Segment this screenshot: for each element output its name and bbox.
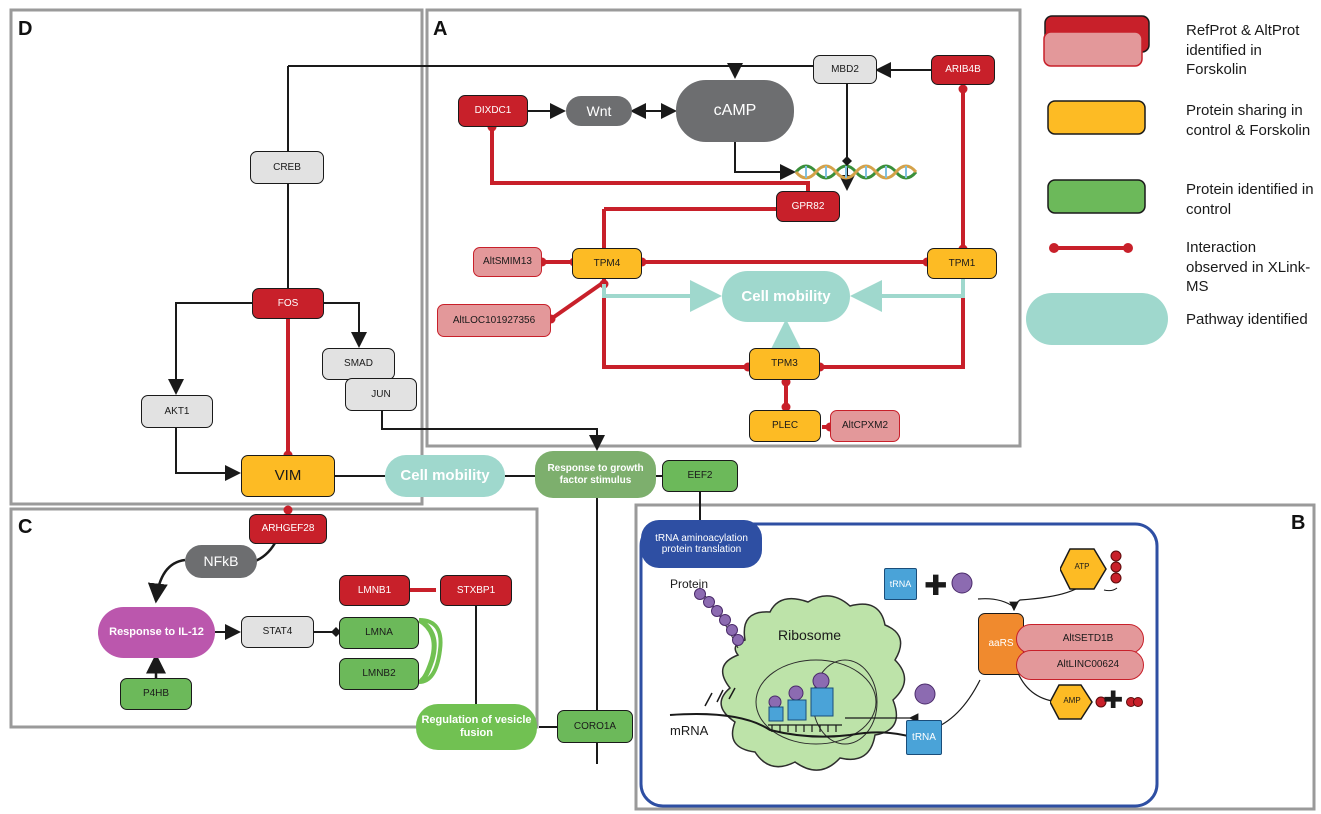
node-mbd2: MBD2: [813, 55, 877, 84]
node-lmnb2: LMNB2: [339, 658, 419, 690]
node-nfkb: NFkB: [185, 545, 257, 578]
node-tpm3: TPM3: [749, 348, 820, 380]
panel-label-c: C: [18, 516, 33, 538]
node-cell-mobility-d: Cell mobility: [385, 455, 505, 497]
node-camp: cAMP: [676, 80, 794, 142]
legend-interaction: Interaction observed in XLink-MS: [1186, 239, 1311, 295]
node-gpr82: GPR82: [776, 191, 840, 222]
node-altloc101927356: AltLOC101927356: [437, 304, 551, 337]
atp-hexagon-icon: [1060, 548, 1107, 590]
ribosome-label: Ribosome: [778, 627, 842, 643]
panel-label-a: A: [433, 18, 448, 40]
legend-control: Protein identified in control: [1186, 181, 1314, 218]
node-altsmim13: AltSMIM13: [473, 247, 542, 277]
mrna-label: mRNA: [670, 723, 709, 738]
node-vim: VIM: [241, 455, 335, 497]
node-plec: PLEC: [749, 410, 821, 442]
node-jun: JUN: [345, 378, 417, 411]
node-trna-pathway: tRNA aminoacylation protein translation: [641, 520, 762, 568]
node-stat4: STAT4: [241, 616, 314, 648]
panel-c-frame: [9, 507, 539, 729]
panel-a-frame: [425, 8, 1022, 448]
panel-label-d: D: [18, 18, 33, 40]
legend-refprot: RefProt & AltProt identified in Forskoli…: [1186, 22, 1300, 78]
node-eef2: EEF2: [662, 460, 738, 492]
node-growth-factor: Response to growth factor stimulus: [535, 451, 656, 498]
node-trna-top: tRNA: [884, 568, 917, 600]
plus-icon: ✚: [924, 570, 948, 601]
legend-pathway: Pathway identified: [1186, 311, 1308, 328]
legend-swatches: [1043, 15, 1150, 253]
node-arib4b: ARIB4B: [931, 55, 995, 85]
amp-label: AMP: [1063, 696, 1081, 705]
node-creb: CREB: [250, 151, 324, 184]
node-cell-mobility-a: Cell mobility: [722, 271, 850, 322]
node-dixdc1: DIXDC1: [458, 95, 528, 127]
panel-d-frame: [9, 8, 424, 506]
panel-label-b: B: [1291, 512, 1306, 534]
node-stxbp1: STXBP1: [440, 575, 512, 606]
panel-b-inner: [639, 522, 1159, 808]
node-arhgef28: ARHGEF28: [249, 514, 327, 544]
legend-shared: Protein sharing in control & Forskolin: [1186, 102, 1311, 139]
protein-label: Protein: [670, 577, 709, 591]
node-akt1: AKT1: [141, 395, 213, 428]
plus-icon: ✚: [1103, 687, 1124, 714]
panel-b-frame: [634, 503, 1316, 811]
protein-chain: [694, 572, 973, 709]
legend-pathway-swatch: [1026, 293, 1168, 345]
node-lmnb1: LMNB1: [339, 575, 410, 606]
amp-hexagon-icon: [1050, 684, 1093, 720]
node-trna-mid: tRNA: [906, 720, 942, 755]
dna-helix: [794, 164, 918, 180]
node-coro1a: CORO1A: [557, 710, 633, 743]
node-vesicle-fusion: Regulation of vesicle fusion: [416, 704, 537, 750]
node-altlinc00624: AltLINC00624: [1016, 650, 1144, 680]
node-response-il12: Response to IL-12: [98, 607, 215, 658]
node-wnt: Wnt: [566, 96, 632, 126]
node-tpm1: TPM1: [927, 248, 997, 279]
node-lmna: LMNA: [339, 617, 419, 649]
node-altcpxm2: AltCPXM2: [830, 410, 900, 442]
node-fos: FOS: [252, 288, 324, 319]
node-tpm4: TPM4: [572, 248, 642, 279]
node-smad: SMAD: [322, 348, 395, 380]
trna-inside: [768, 687, 834, 722]
atp-label: ATP: [1074, 562, 1090, 571]
node-p4hb: P4HB: [120, 678, 192, 710]
